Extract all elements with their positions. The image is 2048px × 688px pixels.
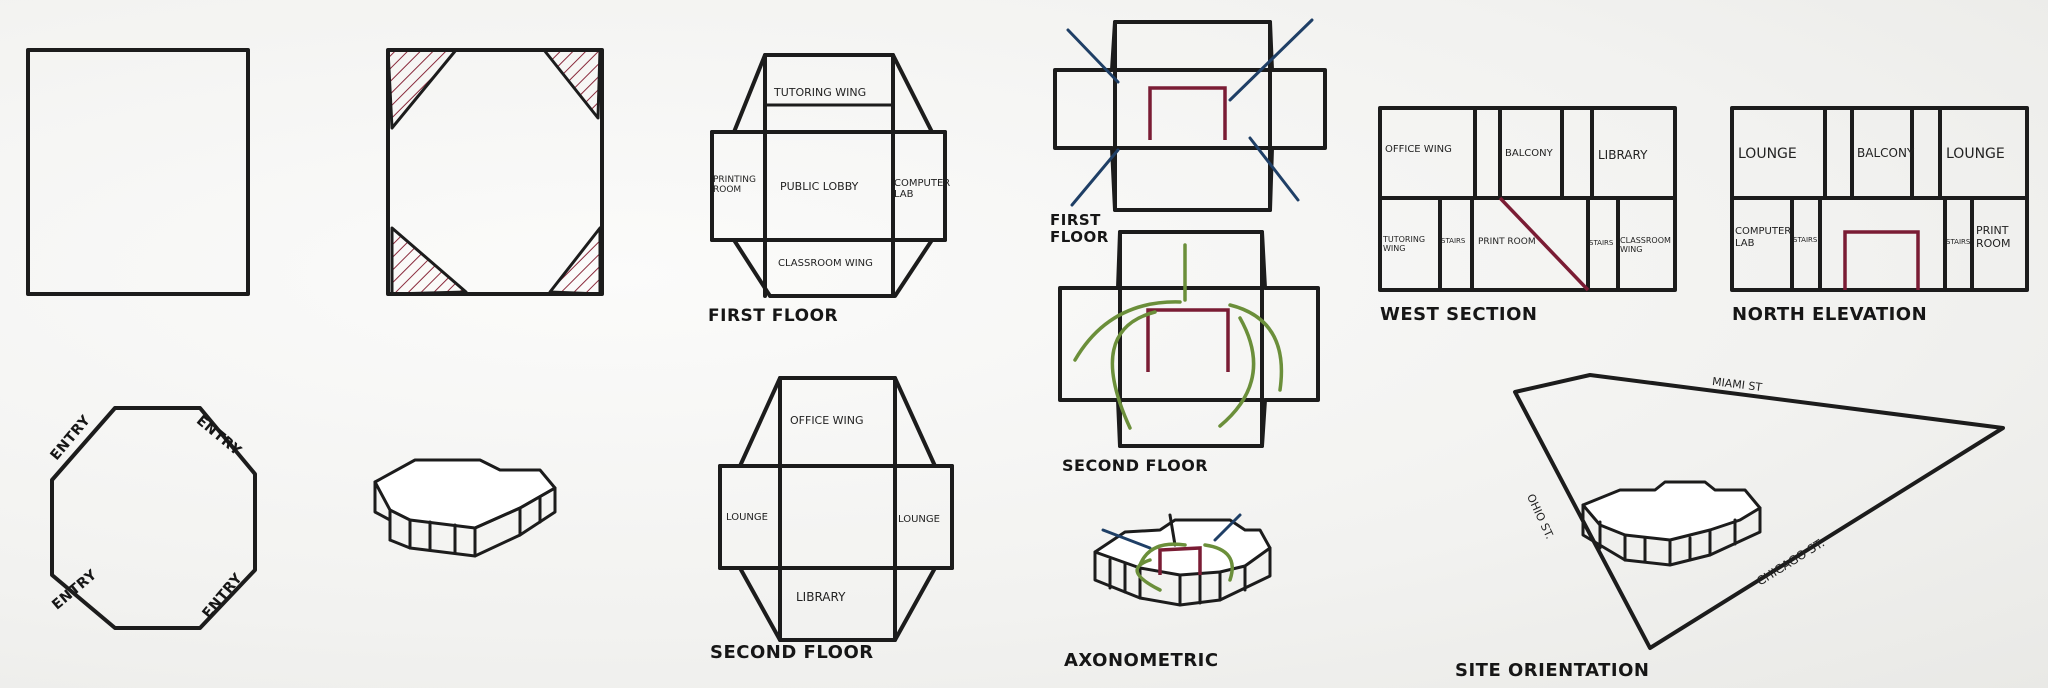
site-orientation <box>1513 373 2005 650</box>
room-label-lobby: PUBLIC LOBBY <box>780 180 859 193</box>
north-elevation-title: NORTH ELEVATION <box>1732 304 1928 325</box>
ws-tutoring: TUTORING WING <box>1383 235 1426 253</box>
room-label-computer-lab: COMPUTER LAB <box>894 178 951 200</box>
ne-computer-lab: COMPUTER LAB <box>1735 226 1792 249</box>
circulation-second-floor-label: SECOND FLOOR <box>1062 456 1209 475</box>
entry-octagon <box>50 406 257 630</box>
west-section <box>1378 106 1677 292</box>
room-label-lounge-left: LOUNGE <box>726 512 768 523</box>
second-floor-title: SECOND FLOOR <box>710 642 874 663</box>
first-floor-plan <box>710 53 947 298</box>
room-label-lounge-right: LOUNGE <box>898 514 940 525</box>
site-orientation-title: SITE ORIENTATION <box>1455 660 1650 681</box>
ws-library: LIBRARY <box>1598 148 1648 162</box>
ne-lounge-right: LOUNGE <box>1946 146 2005 162</box>
room-label-printing: PRINTING ROOM <box>713 175 756 195</box>
ws-classroom: CLASSROOM WING <box>1620 236 1671 254</box>
ws-stairs-1: STAIRS <box>1441 237 1466 245</box>
ws-office: OFFICE WING <box>1385 144 1452 155</box>
north-elevation <box>1730 106 2029 292</box>
ne-lounge-left: LOUNGE <box>1738 146 1797 162</box>
axonometric-label: AXONOMETRIC <box>1064 650 1219 671</box>
room-label-tutoring: TUTORING WING <box>774 86 867 99</box>
ne-stairs-2: STAIRS <box>1946 238 1971 246</box>
ne-print-room: PRINT ROOM <box>1976 224 2011 250</box>
massing-isometric <box>373 458 557 558</box>
circulation-second-floor <box>1058 230 1320 448</box>
ws-stairs-2: STAIRS <box>1589 239 1614 247</box>
room-label-classroom: CLASSROOM WING <box>778 258 873 269</box>
ne-stairs-1: STAIRS <box>1793 236 1818 244</box>
room-label-library: LIBRARY <box>796 590 846 604</box>
axonometric-drawing <box>1093 513 1272 607</box>
ws-print-room: PRINT ROOM <box>1478 237 1536 247</box>
circulation-first-floor <box>1053 18 1327 212</box>
west-section-title: WEST SECTION <box>1380 304 1538 325</box>
first-floor-title: FIRST FLOOR <box>708 306 839 326</box>
ne-balcony: BALCONY <box>1857 146 1915 160</box>
ws-balcony: BALCONY <box>1505 148 1553 159</box>
room-label-office: OFFICE WING <box>790 414 864 427</box>
circulation-first-floor-label: FIRST FLOOR <box>1050 211 1109 246</box>
massing-carved-corners <box>386 48 604 296</box>
massing-square <box>26 48 250 296</box>
second-floor-plan <box>718 376 954 642</box>
